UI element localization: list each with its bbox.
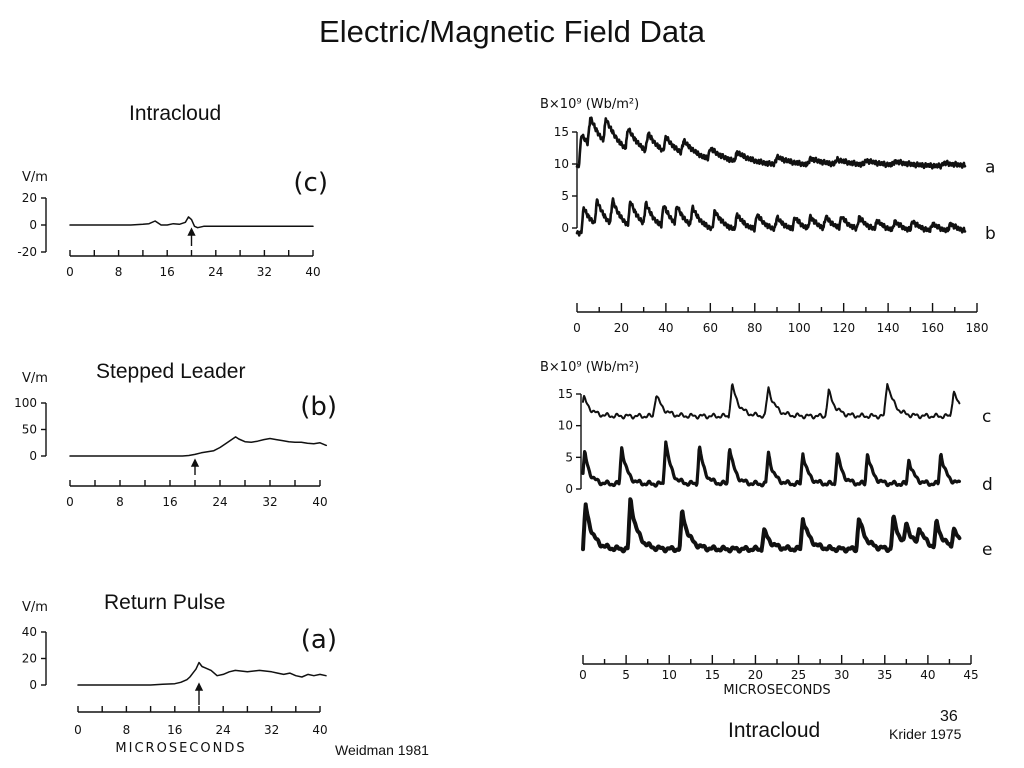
series-label-c: c: [982, 407, 991, 427]
chart-magnetic-cde: B×10⁹ (Wb/m²) 15 10 5 0 0 5 10 15 20 25 30 35 40 45MIC…: [540, 360, 993, 698]
y-axis-unit: B×10⁹ (Wb/m²): [540, 360, 639, 375]
y-tick-label: 10: [554, 157, 569, 171]
x-axis-label: MICROSECONDS: [115, 741, 246, 756]
series-line-d: [581, 440, 961, 488]
series-label-b: b: [985, 224, 996, 244]
series-line-b: [575, 197, 967, 237]
x-tick-label: 10: [662, 668, 677, 682]
x-tick-label: 8: [116, 495, 124, 509]
x-tick-label: 120: [832, 321, 855, 335]
x-tick-label: 25: [791, 668, 806, 682]
panel-label: (a): [301, 625, 337, 655]
y-tick-label: 50: [22, 423, 37, 437]
y-axis-unit: V/m: [22, 170, 48, 185]
slide-number: 36: [940, 708, 958, 725]
series-label-a: a: [985, 158, 995, 178]
y-tick-label: 0: [29, 218, 37, 232]
arrow-head: [190, 458, 200, 467]
x-tick-label: 40: [920, 668, 935, 682]
x-tick-label: 20: [748, 668, 763, 682]
x-tick-label: 0: [66, 495, 74, 509]
x-tick-label: 32: [264, 723, 279, 737]
x-tick-label: 32: [257, 265, 272, 279]
caption-return-pulse: Return Pulse: [104, 591, 226, 614]
x-tick-label: 15: [705, 668, 720, 682]
x-tick-label: 8: [123, 723, 131, 737]
chart-stepped-leader-electric: 100 50 0 V/m 0 8 16 24 32 40 (b): [14, 371, 337, 509]
y-tick-label: -20: [17, 245, 37, 259]
y-tick-label: 20: [22, 652, 37, 666]
arrow-head: [187, 227, 196, 236]
x-tick-label: 20: [614, 321, 629, 335]
x-tick-label: 24: [208, 265, 223, 279]
x-tick-label: 16: [167, 723, 182, 737]
slide-title: Electric/Magnetic Field Data: [319, 14, 705, 49]
arrow-head: [194, 682, 204, 691]
x-tick-label: 40: [312, 723, 327, 737]
x-tick-label: 100: [788, 321, 811, 335]
credit-weidman: Weidman 1981: [335, 742, 429, 758]
y-tick-label: 20: [22, 191, 37, 205]
y-tick-label: 10: [558, 419, 573, 433]
x-tick-label: 60: [703, 321, 718, 335]
series-line: [69, 216, 314, 229]
y-tick-label: 0: [565, 482, 573, 496]
y-tick-label: 100: [14, 396, 37, 410]
series-line: [77, 661, 327, 686]
x-axis-label: MICROSECONDS: [723, 683, 830, 698]
chart-intracloud-electric: 20 0 -20 V/m 0 8 16 24 32 40 (c): [17, 168, 328, 279]
caption-intracloud-right: Intracloud: [728, 719, 821, 742]
y-tick-label: 15: [554, 125, 569, 139]
y-tick-label: 5: [565, 450, 573, 464]
x-tick-label: 24: [212, 495, 227, 509]
x-tick-label: 8: [115, 265, 123, 279]
x-tick-label: 180: [966, 321, 989, 335]
series-line-a: [575, 116, 967, 170]
x-tick-label: 45: [963, 668, 978, 682]
y-axis-unit: V/m: [22, 371, 48, 386]
y-tick-label: 0: [561, 221, 569, 235]
x-tick-label: 0: [66, 265, 74, 279]
series-line-e: [581, 497, 962, 554]
y-axis-unit: B×10⁹ (Wb/m²): [540, 97, 639, 112]
panel-label: (b): [300, 392, 337, 422]
y-tick-label: 0: [29, 449, 37, 463]
panel-label: (c): [293, 168, 328, 198]
x-tick-label: 35: [877, 668, 892, 682]
x-tick-label: 16: [160, 265, 175, 279]
credit-krider: Krider 1975: [889, 726, 962, 742]
x-tick-label: 0: [573, 321, 581, 335]
x-tick-label: 80: [747, 321, 762, 335]
caption-stepped-leader: Stepped Leader: [96, 360, 246, 383]
x-tick-label: 0: [579, 668, 587, 682]
y-tick-label: 40: [22, 625, 37, 639]
x-tick-label: 40: [305, 265, 320, 279]
y-tick-label: 5: [561, 189, 569, 203]
chart-magnetic-ab: B×10⁹ (Wb/m²) 15 10 5 0 0 20 40 60 80 100 120 140 160…: [540, 97, 996, 335]
x-tick-label: 40: [658, 321, 673, 335]
x-tick-label: 140: [877, 321, 900, 335]
x-tick-label: 32: [262, 495, 277, 509]
x-tick-label: 16: [162, 495, 177, 509]
x-tick-label: 30: [834, 668, 849, 682]
x-tick-label: 40: [312, 495, 327, 509]
caption-intracloud-left: Intracloud: [129, 102, 222, 125]
series-line-c: [582, 383, 961, 420]
x-tick-label: 5: [622, 668, 630, 682]
series-line: [69, 436, 328, 457]
x-tick-label: 24: [216, 723, 231, 737]
y-axis-unit: V/m: [22, 600, 48, 615]
series-label-d: d: [982, 475, 993, 495]
x-tick-label: 160: [921, 321, 944, 335]
y-tick-label: 0: [29, 678, 37, 692]
series-label-e: e: [982, 540, 992, 560]
y-tick-label: 15: [558, 387, 573, 401]
x-tick-label: 0: [74, 723, 82, 737]
